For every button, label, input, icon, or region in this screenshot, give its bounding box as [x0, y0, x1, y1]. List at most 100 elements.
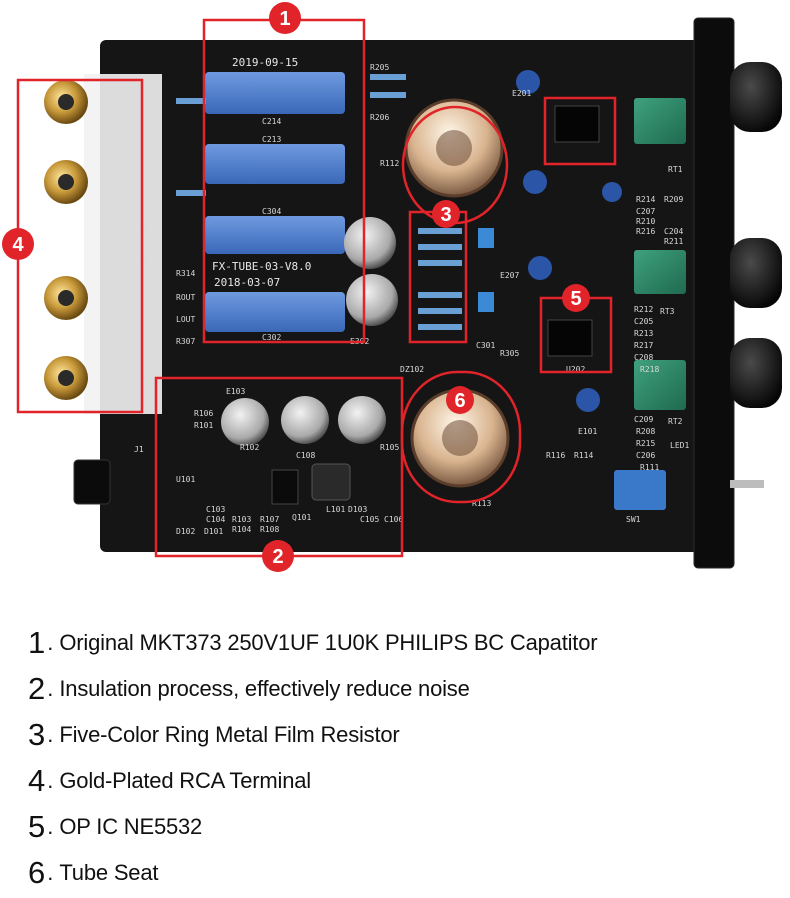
- legend-item-2: 2 . Insulation process, effectively redu…: [28, 671, 470, 706]
- metal-film-resistors: [176, 74, 462, 330]
- svg-text:R108: R108: [260, 525, 279, 534]
- svg-text:C103: C103: [206, 505, 225, 514]
- svg-text:C209: C209: [634, 415, 653, 424]
- label-c213: C213: [262, 135, 281, 144]
- svg-text:E207: E207: [500, 271, 519, 280]
- label-sw1: SW1: [626, 515, 641, 524]
- svg-text:D103: D103: [348, 505, 367, 514]
- svg-text:C106: C106: [384, 515, 403, 524]
- op-amp-chip-bottom: [547, 319, 593, 357]
- svg-text:R104: R104: [232, 525, 251, 534]
- svg-text:R111: R111: [640, 463, 659, 472]
- svg-text:C207: C207: [636, 207, 655, 216]
- callout-badge-3: 3: [432, 200, 460, 228]
- feature-legend: 1 . Original MKT373 250V1UF 1U0K PHILIPS…: [28, 620, 768, 896]
- label-rt2: RT2: [668, 417, 683, 426]
- svg-text:R113: R113: [472, 499, 491, 508]
- svg-text:C104: C104: [206, 515, 225, 524]
- power-switch: [614, 470, 666, 510]
- dc-jack: [73, 459, 111, 505]
- svg-text:Q101: Q101: [292, 513, 311, 522]
- svg-text:R102: R102: [240, 443, 259, 452]
- blue-trimmer-blocks: [478, 228, 494, 312]
- callout-badge-5: 5: [562, 284, 590, 312]
- legend-number: 2: [28, 671, 46, 706]
- legend-item-3: 3 . Five-Color Ring Metal Film Resistor: [28, 717, 400, 752]
- svg-text:ROUT: ROUT: [176, 293, 195, 302]
- label-led1: LED1: [670, 441, 689, 450]
- rca-terminals: [44, 74, 162, 414]
- legend-item-6: 6 . Tube Seat: [28, 855, 159, 890]
- svg-text:R307: R307: [176, 337, 195, 346]
- svg-text:R106: R106: [194, 409, 213, 418]
- label-rt3: RT3: [660, 307, 675, 316]
- svg-text:LOUT: LOUT: [176, 315, 195, 324]
- callout-badge-2: 2: [262, 540, 294, 572]
- mosfet: [271, 469, 299, 505]
- svg-text:E101: E101: [578, 427, 597, 436]
- svg-text:R212: R212: [634, 305, 653, 314]
- legend-text: Insulation process, effectively reduce n…: [59, 676, 470, 701]
- legend-text: Original MKT373 250V1UF 1U0K PHILIPS BC …: [59, 630, 598, 655]
- svg-text:R101: R101: [194, 421, 213, 430]
- svg-text:U101: U101: [176, 475, 195, 484]
- svg-text:C205: C205: [634, 317, 653, 326]
- callout-badge-1: 1: [269, 2, 301, 34]
- svg-text:R214: R214: [636, 195, 655, 204]
- svg-text:C204: C204: [664, 227, 683, 236]
- label-c304: C304: [262, 207, 281, 216]
- legend-number: 3: [28, 717, 46, 752]
- svg-text:3: 3: [440, 204, 451, 226]
- legend-number: 6: [28, 855, 46, 890]
- label-c214: C214: [262, 117, 281, 126]
- svg-text:1: 1: [279, 8, 290, 30]
- svg-text:R105: R105: [380, 443, 399, 452]
- legend-text: OP IC NE5532: [59, 814, 203, 839]
- film-capacitor-group: [205, 72, 345, 332]
- silkscreen-labels: R212 C205 R213 R217 C208 R218 R214 R209 …: [134, 63, 683, 536]
- legend-item-1: 1 . Original MKT373 250V1UF 1U0K PHILIPS…: [28, 625, 598, 660]
- svg-text:R107: R107: [260, 515, 279, 524]
- electrolytic-capacitors: [221, 70, 622, 446]
- svg-text:R314: R314: [176, 269, 195, 278]
- svg-text:C208: C208: [634, 353, 653, 362]
- product-photo-pcb: 2019-09-15 FX-TUBE-03-V8.0 2018-03-07 C2…: [2, 2, 782, 572]
- legend-item-5: 5 . OP IC NE5532: [28, 809, 203, 844]
- svg-text:6: 6: [454, 390, 465, 412]
- vacuum-tube-top: [404, 98, 504, 198]
- svg-text:R213: R213: [634, 329, 653, 338]
- svg-text:R208: R208: [636, 427, 655, 436]
- silkscreen-model-date: 2018-03-07: [214, 276, 280, 289]
- svg-text:DZ102: DZ102: [400, 365, 424, 374]
- svg-text:2: 2: [272, 546, 283, 568]
- label-rt1: RT1: [668, 165, 683, 174]
- front-panel: [693, 17, 735, 569]
- legend-item-4: 4 . Gold-Plated RCA Terminal: [28, 763, 311, 798]
- svg-text:R305: R305: [500, 349, 519, 358]
- callout-badge-4: 4: [2, 228, 34, 260]
- svg-text:4: 4: [12, 234, 24, 256]
- label-u202: U202: [566, 365, 585, 374]
- svg-text:R216: R216: [636, 227, 655, 236]
- svg-text:E103: E103: [226, 387, 245, 396]
- svg-text:R211: R211: [664, 237, 683, 246]
- treble-knob: [730, 338, 782, 408]
- svg-text:C105: C105: [360, 515, 379, 524]
- svg-text:C108: C108: [296, 451, 315, 460]
- svg-text:R217: R217: [634, 341, 653, 350]
- svg-text:R103: R103: [232, 515, 251, 524]
- svg-text:R218: R218: [640, 365, 659, 374]
- svg-text:C206: C206: [636, 451, 655, 460]
- label-c302: C302: [262, 333, 281, 342]
- svg-text:R112: R112: [380, 159, 399, 168]
- toggle-lever: [730, 480, 764, 488]
- legend-number: 5: [28, 809, 46, 844]
- svg-text:E201: E201: [512, 89, 531, 98]
- svg-text:5: 5: [570, 288, 581, 310]
- svg-text:D102: D102: [176, 527, 195, 536]
- op-amp-chip-top: [554, 105, 600, 143]
- svg-text:R116: R116: [546, 451, 565, 460]
- svg-text:L101: L101: [326, 505, 345, 514]
- legend-text: Five-Color Ring Metal Film Resistor: [59, 722, 400, 747]
- callout-badge-6: 6: [446, 386, 474, 414]
